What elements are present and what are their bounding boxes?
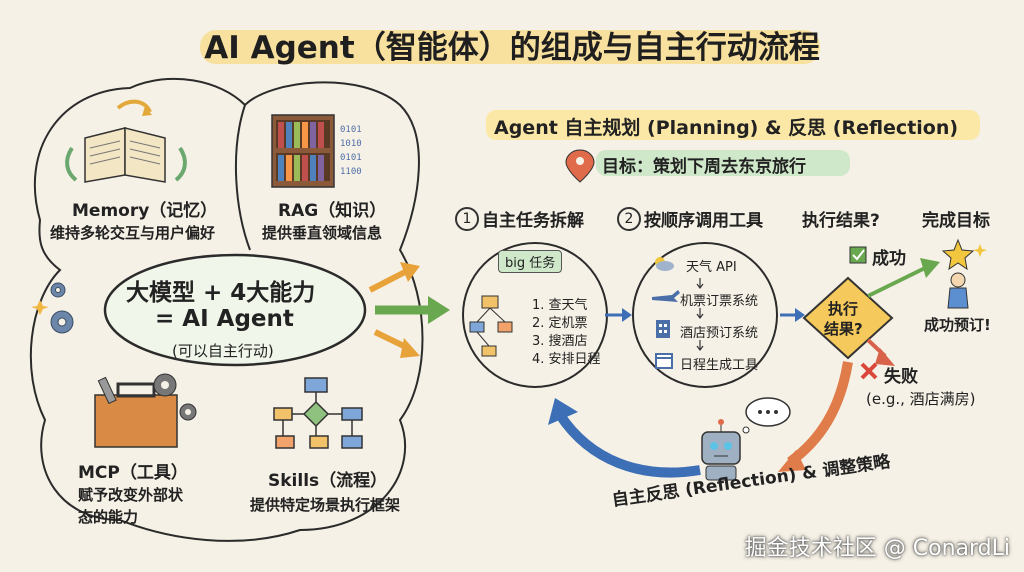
location-pin-icon bbox=[565, 149, 595, 183]
fail-example: (e.g., 酒店满房) bbox=[866, 390, 976, 408]
reflection-arrow-orange bbox=[787, 361, 853, 467]
diamond-line1: 执行 bbox=[828, 300, 859, 318]
checkbox-icon bbox=[849, 246, 867, 264]
heading-highlight bbox=[486, 110, 980, 140]
success-result: 成功预订! bbox=[924, 316, 991, 334]
svg-text:1010: 1010 bbox=[340, 139, 362, 149]
memory-desc: 维持多轮交互与用户偏好 bbox=[50, 224, 216, 242]
thought-bubble-icon bbox=[742, 397, 791, 434]
cloud-divider bbox=[234, 104, 251, 251]
tool-2: 机票订票系统 bbox=[680, 294, 759, 309]
memory-title: Memory（记忆） bbox=[72, 201, 218, 221]
svg-text:1100: 1100 bbox=[340, 167, 362, 177]
watermark: 掘金技术社区 @ ConardLi bbox=[744, 536, 1010, 561]
robot-icon bbox=[701, 419, 741, 481]
subtask-1: 1. 查天气 bbox=[532, 298, 588, 313]
mcp-desc-line2: 态的能力 bbox=[78, 508, 139, 526]
goal-highlight bbox=[596, 150, 850, 176]
weather-icon bbox=[655, 257, 674, 271]
center-ellipse bbox=[103, 253, 367, 367]
flowchart-icon bbox=[273, 377, 363, 449]
tool-4: 日程生成工具 bbox=[680, 358, 759, 373]
svg-text:0101: 0101 bbox=[340, 153, 362, 163]
goal-text: 目标：策划下周去东京旅行 bbox=[602, 157, 806, 177]
exec-result-diamond bbox=[802, 276, 894, 360]
diamond-line2: 结果? bbox=[824, 320, 863, 338]
success-label: 成功 bbox=[872, 249, 906, 269]
svg-text:0101: 0101 bbox=[340, 125, 362, 135]
skills-title: Skills（流程） bbox=[268, 471, 388, 491]
subtask-2: 2. 定机票 bbox=[532, 316, 588, 331]
sparkle-icon bbox=[31, 300, 49, 315]
mcp-title: MCP（工具） bbox=[78, 463, 188, 483]
toolbox-icon bbox=[94, 373, 197, 448]
page-title: AI Agent（智能体）的组成与自主行动流程 bbox=[204, 30, 820, 66]
center-line2: = AI Agent bbox=[155, 306, 294, 332]
complete-goal-title: 完成目标 bbox=[922, 211, 990, 231]
planning-heading: Agent 自主规划 (Planning) & 反思 (Reflection) bbox=[494, 117, 959, 139]
center-line1: 大模型 + 4大能力 bbox=[126, 280, 316, 306]
center-line3: (可以自主行动) bbox=[172, 342, 274, 360]
output-arrows bbox=[368, 262, 450, 358]
step2-title: 按顺序调用工具 bbox=[644, 211, 763, 231]
tool-3: 酒店预订系统 bbox=[680, 326, 759, 341]
skills-desc: 提供特定场景执行框架 bbox=[250, 496, 401, 514]
rag-title: RAG（知识） bbox=[278, 201, 387, 221]
step1-title: 自主任务拆解 bbox=[482, 211, 584, 231]
step1-badge: 1 bbox=[455, 207, 479, 231]
book-icon bbox=[65, 99, 187, 183]
components-cloud bbox=[29, 77, 424, 542]
step2-badge: 2 bbox=[617, 207, 641, 231]
subtask-4: 4. 安排日程 bbox=[532, 352, 601, 367]
title-highlight bbox=[200, 30, 820, 64]
plane-icon bbox=[652, 290, 680, 302]
mcp-desc-line1: 赋予改变外部状 bbox=[78, 486, 184, 504]
calendar-icon bbox=[655, 353, 673, 369]
subtask-flow-icon bbox=[469, 295, 513, 357]
subtask-3: 3. 搜酒店 bbox=[532, 334, 588, 349]
celebration-icon bbox=[941, 238, 987, 309]
big-task-box: big 任务 bbox=[498, 250, 563, 273]
cross-icon bbox=[860, 362, 878, 380]
fail-label: 失败 bbox=[884, 367, 918, 387]
bookshelf-icon: 0101 1010 0101 1100 bbox=[271, 114, 362, 188]
exec-result-title: 执行结果? bbox=[802, 211, 880, 231]
reflection-arrow-blue bbox=[555, 412, 701, 478]
rag-desc: 提供垂直领域信息 bbox=[262, 224, 383, 242]
gear-icon bbox=[50, 282, 74, 334]
tool-1: 天气 API bbox=[686, 260, 737, 275]
tool-sequence-circle bbox=[632, 242, 778, 388]
hotel-icon bbox=[656, 320, 670, 338]
